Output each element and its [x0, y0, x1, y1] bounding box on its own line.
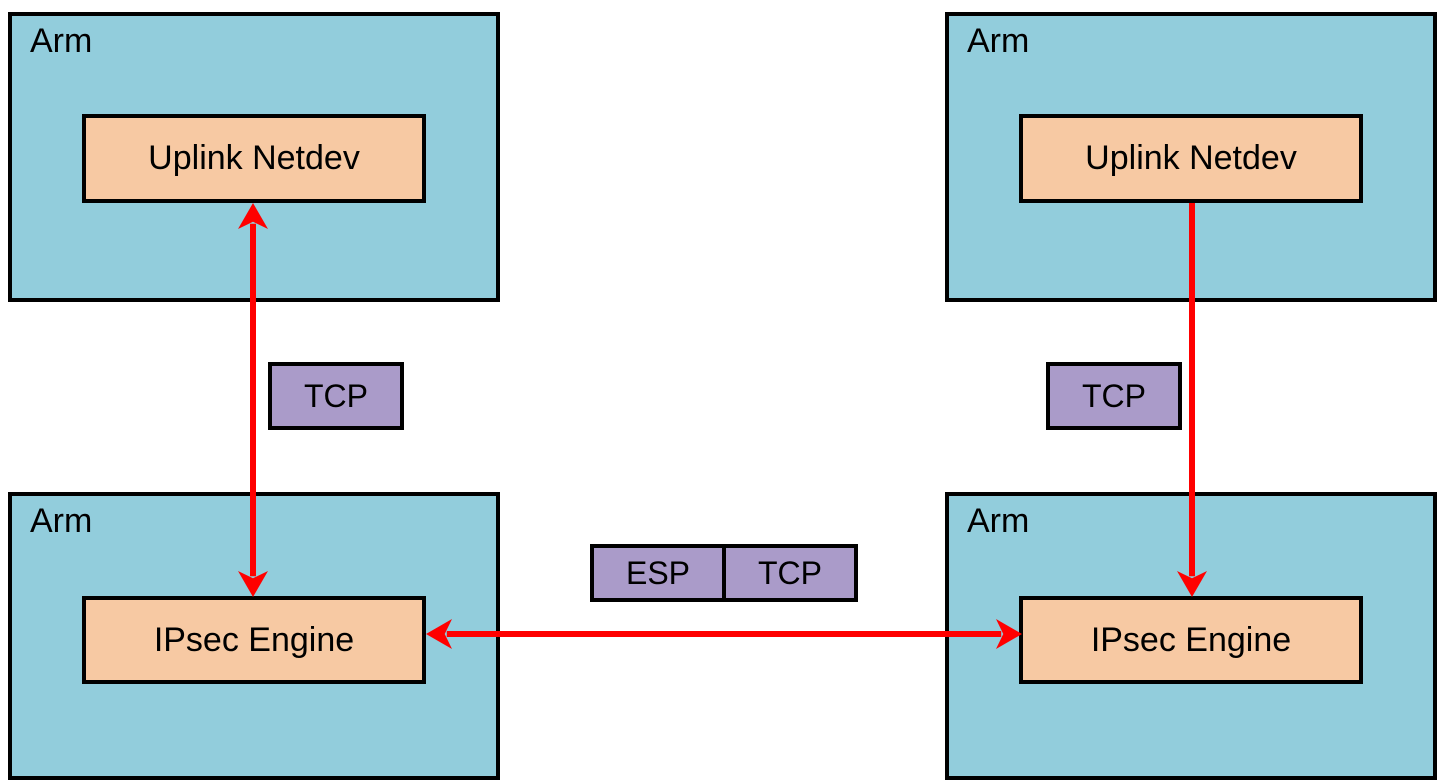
arm-container-label: Arm	[30, 22, 93, 60]
packet-label-esp-tcp: ESP TCP	[590, 544, 858, 602]
component-uplink-netdev-right[interactable]: Uplink Netdev	[1019, 114, 1363, 203]
arm-container-label: Arm	[30, 502, 93, 540]
component-ipsec-engine-right[interactable]: IPsec Engine	[1019, 596, 1363, 684]
component-ipsec-engine-left[interactable]: IPsec Engine	[82, 596, 426, 684]
component-uplink-netdev-left[interactable]: Uplink Netdev	[82, 114, 426, 203]
arm-container-label: Arm	[967, 22, 1030, 60]
packet-label-tcp-right: TCP	[1046, 362, 1182, 430]
packet-field-tcp: TCP	[722, 548, 854, 598]
arm-container-label: Arm	[967, 502, 1030, 540]
packet-field-esp: ESP	[594, 548, 722, 598]
packet-label-tcp-left: TCP	[268, 362, 404, 430]
